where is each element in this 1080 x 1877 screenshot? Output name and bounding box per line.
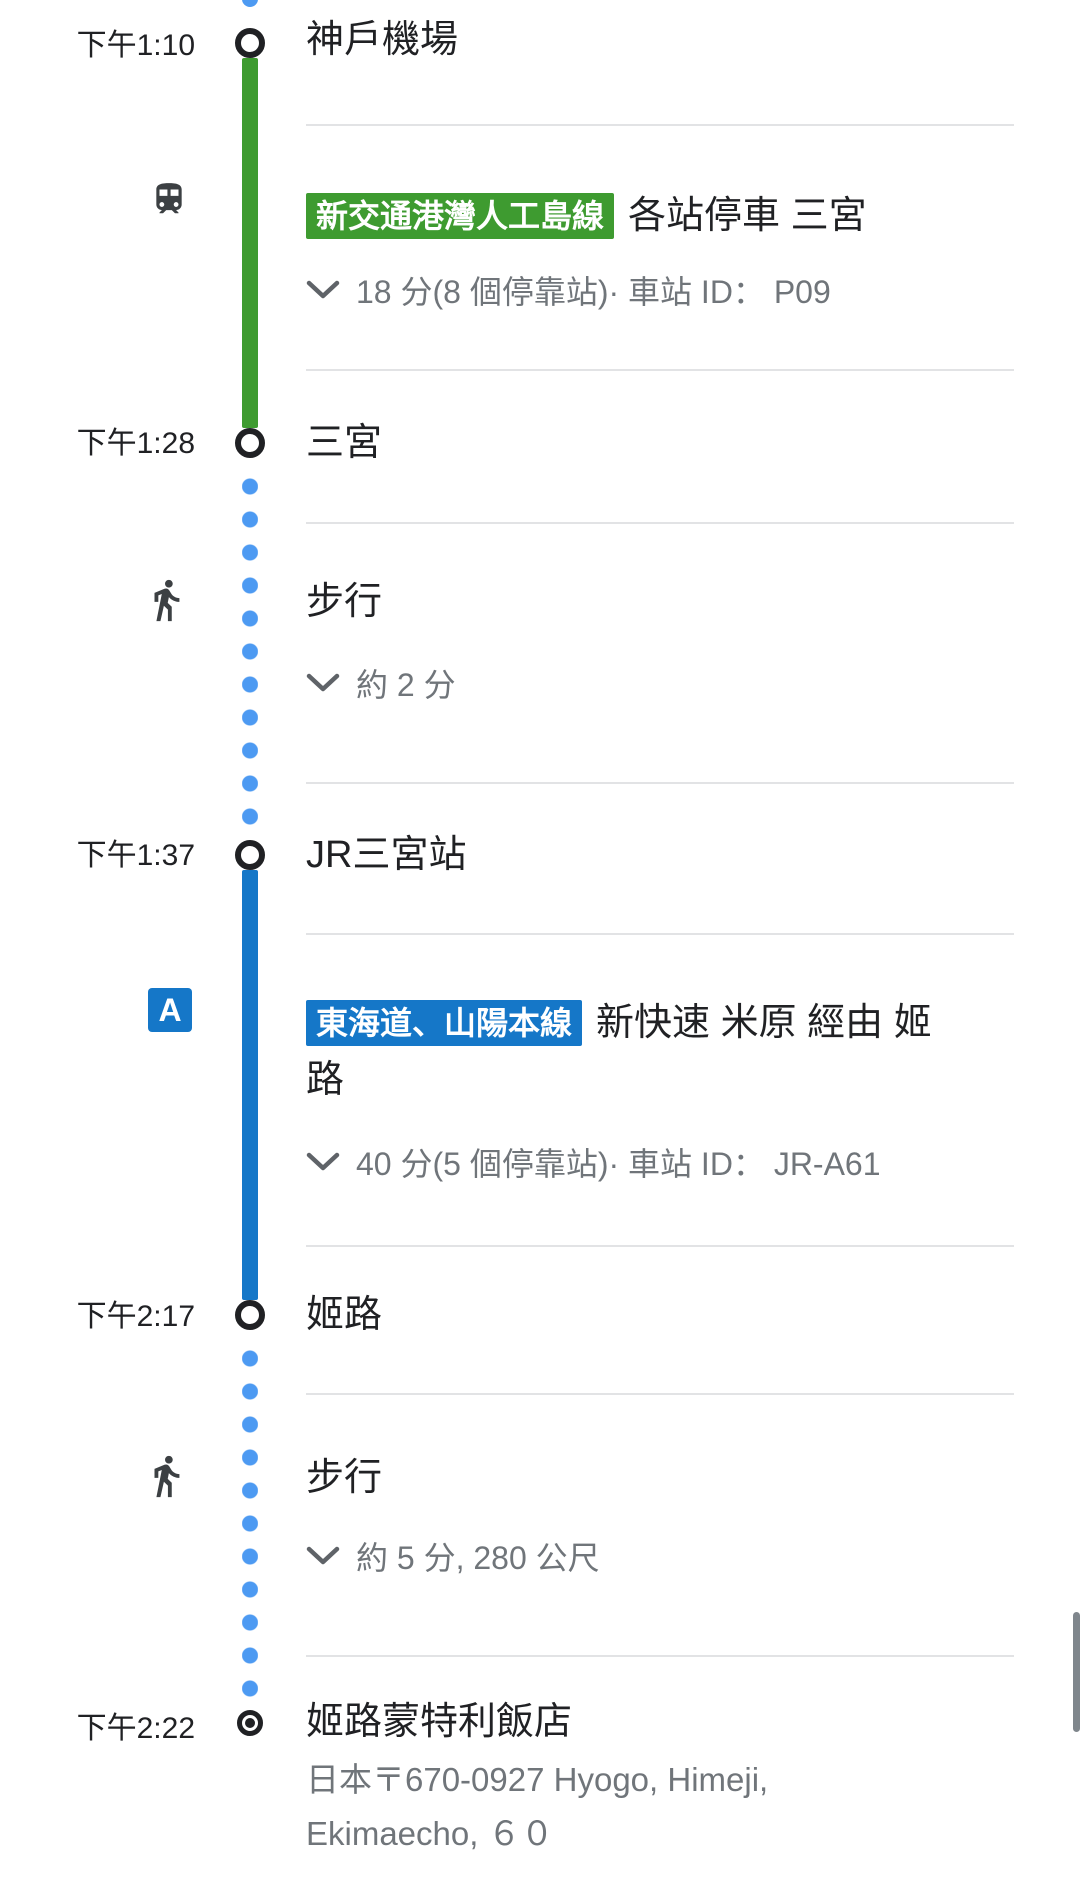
leg-details-text: 40 分(5 個停靠站)· 車站 ID： JR-A61 <box>356 1146 881 1182</box>
line-symbol-A: A <box>148 988 192 1032</box>
chevron-down-icon <box>306 673 340 692</box>
train-icon <box>150 180 188 223</box>
divider <box>306 933 1014 935</box>
leg-headline: 步行 <box>306 582 1016 622</box>
leg-details-row[interactable]: 約 2 分 <box>306 665 1016 703</box>
destination-name[interactable]: 姬路蒙特利飯店 <box>306 1701 573 1743</box>
leg-details-text: 約 5 分, 280 公尺 <box>356 1540 600 1576</box>
stop-name[interactable]: 三宮 <box>306 422 383 464</box>
transit-line-blue <box>242 870 258 1300</box>
stop-time: 下午2:17 <box>76 1300 195 1333</box>
divider <box>306 1245 1014 1247</box>
stop-node-3 <box>235 840 265 870</box>
stop-time: 下午1:37 <box>76 839 195 872</box>
chevron-down-icon <box>306 1546 340 1565</box>
divider <box>306 1655 1014 1657</box>
leg-headline: 新交通港灣人工島線 各站停車 三宮 <box>306 192 1016 240</box>
stop-name[interactable]: JR三宮站 <box>306 834 467 876</box>
leg-details-text: 18 分(8 個停靠站)· 車站 ID： P09 <box>356 274 831 310</box>
leg-details-row[interactable]: 約 5 分, 280 公尺 <box>306 1538 1016 1576</box>
walking-dots-segment-2 <box>242 1342 258 1705</box>
leg-headline: 東海道、山陽本線 新快速 米原 經由 姬 <box>306 999 1016 1047</box>
divider <box>306 1393 1014 1395</box>
destination-address-line2: Ekimaecho, ６０ <box>306 1815 554 1852</box>
divider <box>306 124 1014 126</box>
chevron-down-icon <box>306 1152 340 1171</box>
leg-headline-text-line1: 新快速 米原 經由 姬 <box>596 1002 932 1044</box>
destination-node <box>237 1710 263 1736</box>
stop-time: 下午1:10 <box>76 29 195 62</box>
stop-node-1 <box>235 28 265 58</box>
line-badge: 東海道、山陽本線 <box>306 1000 583 1046</box>
pedestrian-icon <box>143 1453 189 1504</box>
stop-time: 下午1:28 <box>76 427 195 460</box>
divider <box>306 782 1014 784</box>
stop-name[interactable]: 神戶機場 <box>306 19 459 61</box>
walking-dots-segment-1 <box>242 470 258 833</box>
divider <box>306 369 1014 371</box>
leg-details-text: 約 2 分 <box>356 667 456 703</box>
pedestrian-icon <box>143 577 189 628</box>
stop-name[interactable]: 姬路 <box>306 1294 383 1336</box>
stop-node-4 <box>235 1300 265 1330</box>
transit-line-green <box>242 58 258 428</box>
scrollbar-thumb[interactable] <box>1073 1612 1080 1732</box>
leg-headline: 步行 <box>306 1458 1016 1498</box>
stop-time: 下午2:22 <box>76 1712 195 1745</box>
leg-headline-text: 各站停車 三宮 <box>628 195 867 237</box>
leg-details-row[interactable]: 18 分(8 個停靠站)· 車站 ID： P09 <box>306 272 1016 310</box>
divider <box>306 522 1014 524</box>
destination-address-line1: 日本〒670-0927 Hyogo, Himeji, <box>306 1761 769 1798</box>
stop-node-2 <box>235 428 265 458</box>
destination-node-dot <box>245 1718 255 1728</box>
walking-dot-clipped <box>242 0 258 7</box>
leg-headline-text: 步行 <box>306 1457 383 1499</box>
chevron-down-icon <box>306 280 340 299</box>
line-badge: 新交通港灣人工島線 <box>306 193 615 239</box>
leg-details-row[interactable]: 40 分(5 個停靠站)· 車站 ID： JR-A61 <box>306 1144 1016 1182</box>
leg-headline-text-line2: 路 <box>306 1059 345 1101</box>
leg-headline-text: 步行 <box>306 581 383 623</box>
